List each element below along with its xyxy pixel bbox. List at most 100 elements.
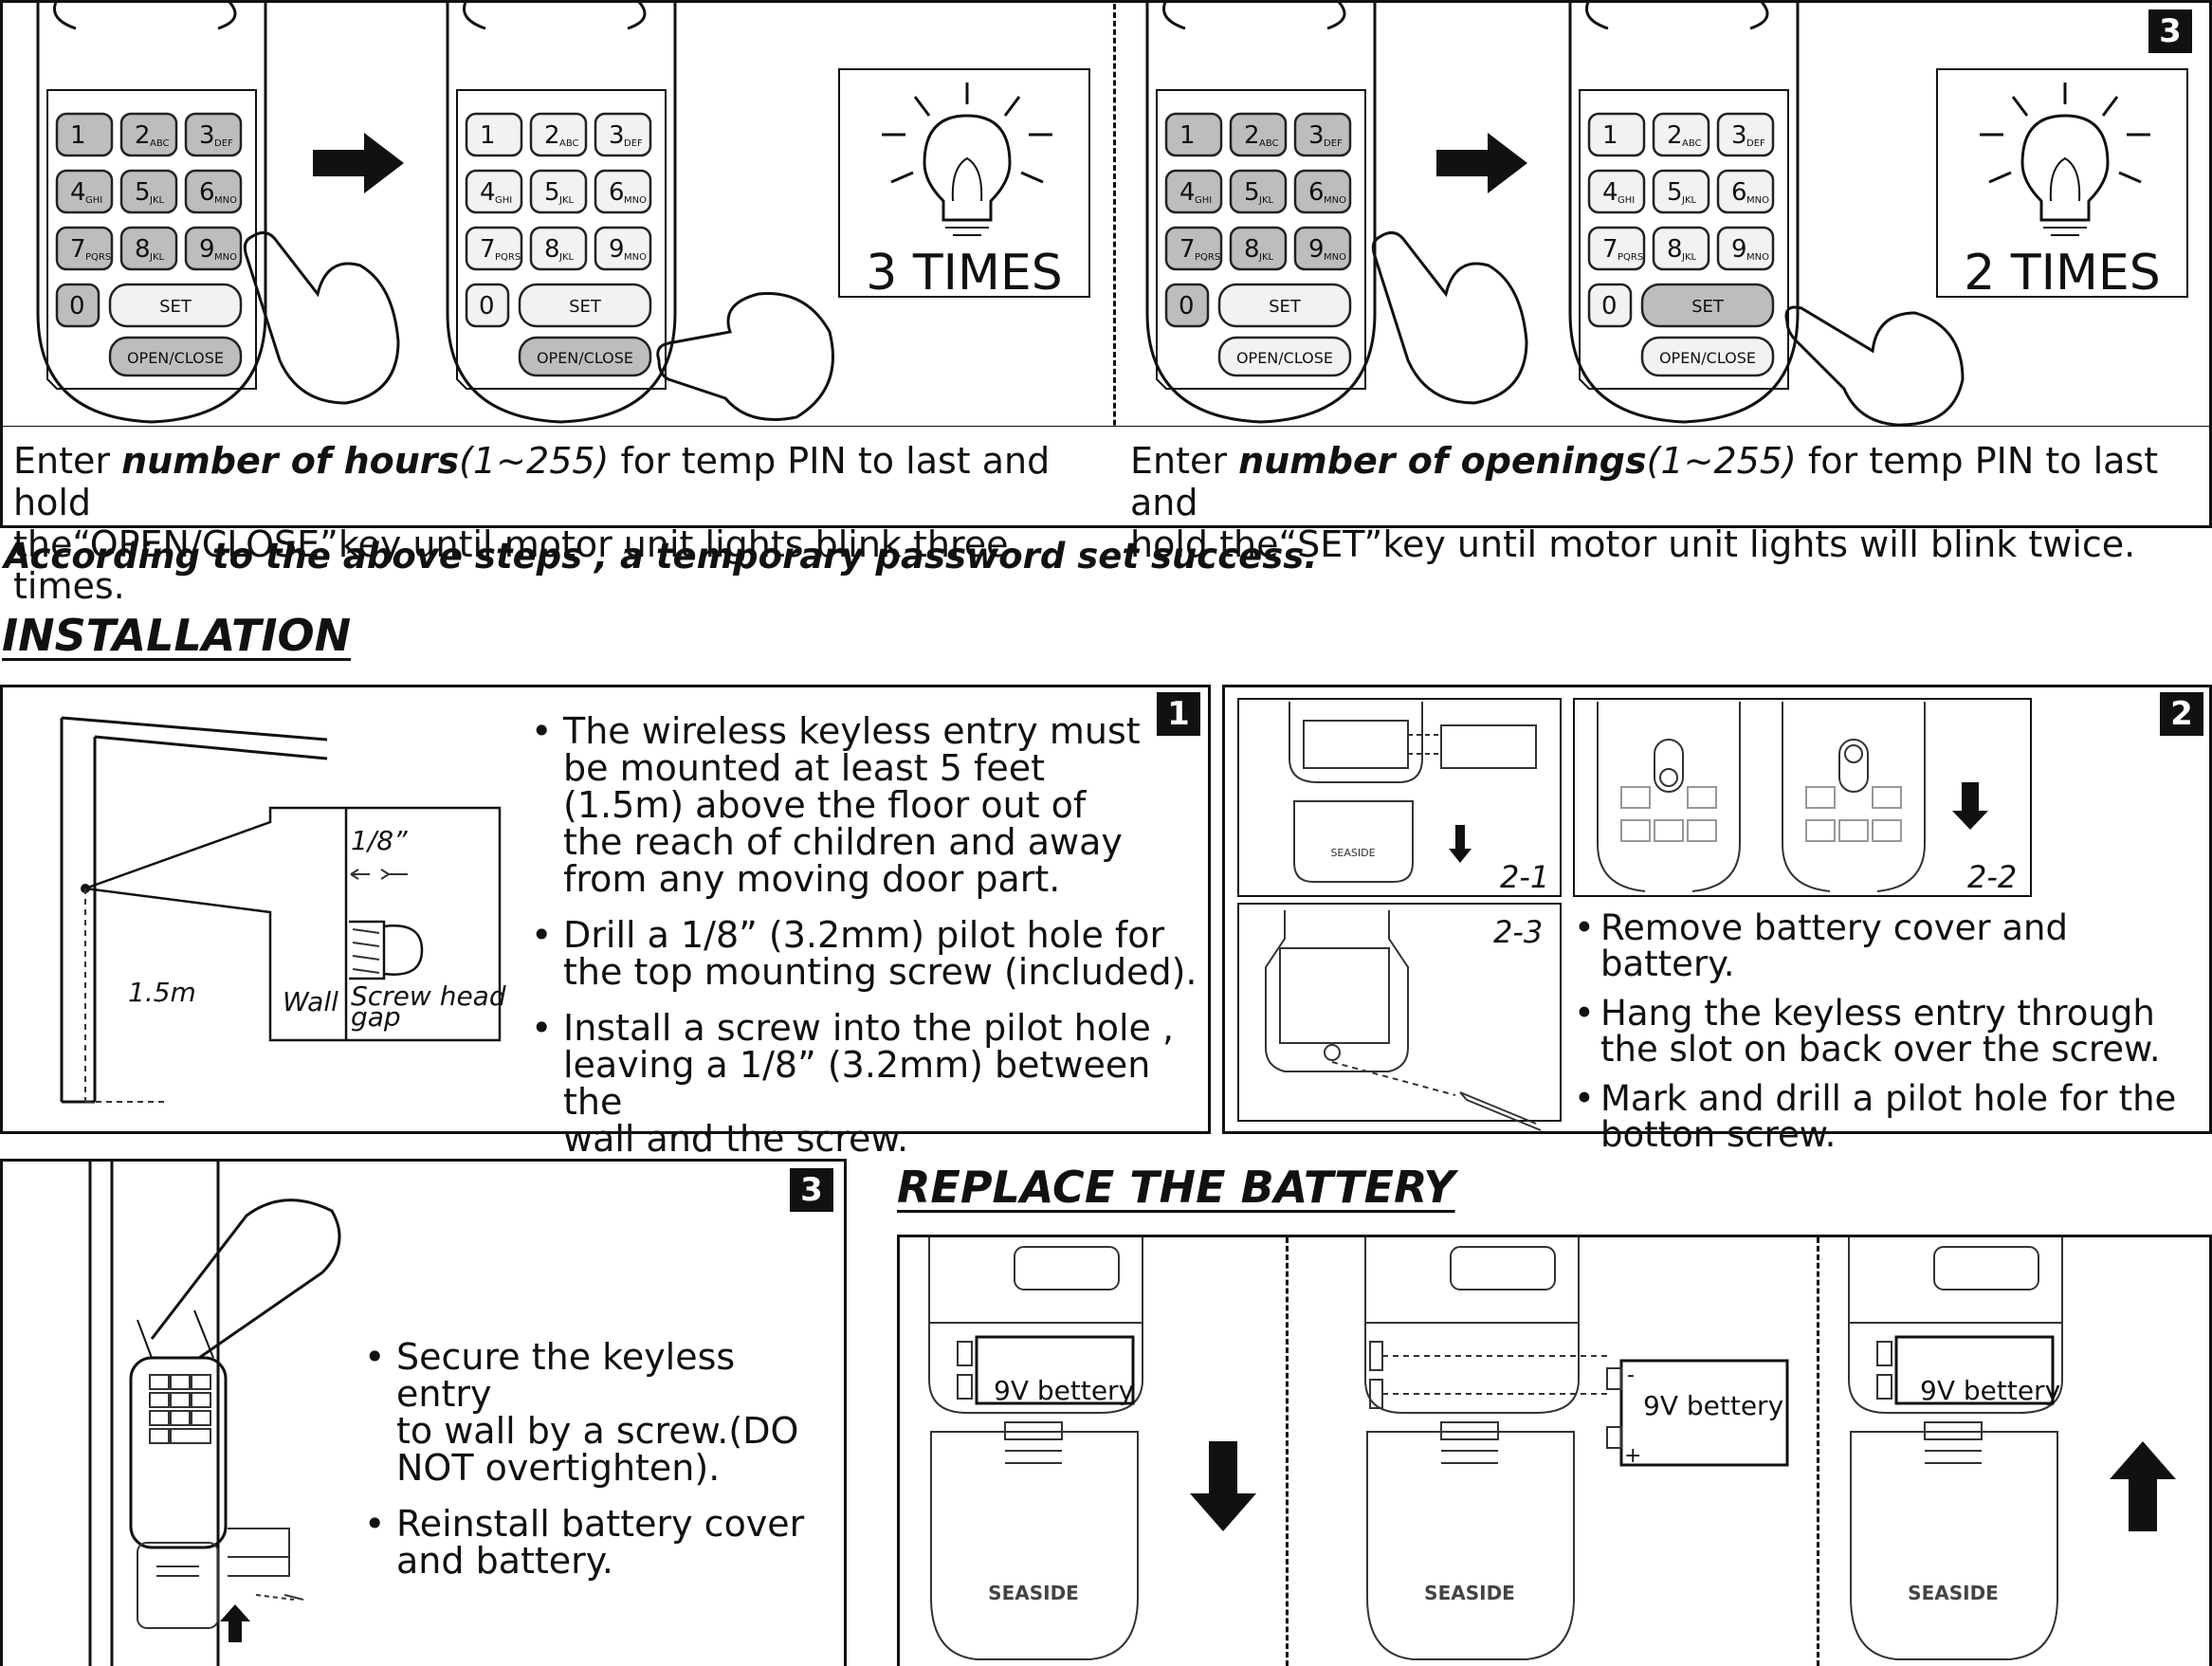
hang-on-screw-drawing: [1597, 702, 1988, 892]
keypad-key-1[interactable]: [465, 112, 523, 157]
bullet-item: Remove battery cover and battery.: [1574, 910, 2209, 982]
keypad-open-close-key[interactable]: [518, 336, 652, 377]
keypad-key-8[interactable]: [1229, 226, 1288, 271]
bullet-line: Remove battery cover and battery.: [1600, 907, 2068, 984]
keypad-key-4[interactable]: [55, 169, 114, 214]
bullet-line: Secure the keyless entry: [396, 1336, 736, 1415]
keypad-key-8[interactable]: [119, 226, 178, 271]
blink-2-times-box: [1936, 68, 2188, 298]
keypad-key-6[interactable]: [594, 169, 652, 214]
key-letters: MNO: [624, 252, 647, 263]
key-letters: ABC: [150, 138, 170, 149]
keypad-key-6[interactable]: [1716, 169, 1775, 214]
key-number: 9: [1731, 235, 1747, 264]
top-dashed-divider: [1113, 4, 1116, 527]
keypad-key-2[interactable]: [1229, 112, 1288, 157]
battery-label: 9V bettery: [994, 1375, 1135, 1406]
substep-2-1-label: 2-1: [1500, 859, 1550, 895]
bullet-line: the reach of children and away: [563, 821, 1123, 863]
keypad-key-0[interactable]: [1587, 283, 1633, 328]
keypad-key-5[interactable]: [1229, 169, 1288, 214]
key-number: 6: [1731, 178, 1747, 207]
keypad-key-5[interactable]: [1652, 169, 1710, 214]
keypad-illustration-3: [1145, 0, 1377, 424]
battery-swap-drawing: SEASIDE - +: [1364, 1237, 1789, 1660]
keypad-key-9[interactable]: [1293, 226, 1352, 271]
key-letters: PQRS: [85, 252, 111, 263]
top-caption-box: [0, 427, 2212, 528]
keypad-set-key[interactable]: [518, 283, 652, 328]
keypad-key-7[interactable]: [55, 226, 114, 271]
keypad-key-7[interactable]: [465, 226, 523, 271]
keypad-key-4[interactable]: [1164, 169, 1223, 214]
keypad-key-1[interactable]: [1164, 112, 1223, 157]
key-letters: JKL: [1258, 195, 1274, 206]
keypad-open-close-key[interactable]: [1640, 336, 1775, 377]
keypad-key-2[interactable]: [1652, 112, 1710, 157]
key-number: 5: [135, 178, 151, 207]
screw-label-line: Screw head: [351, 980, 506, 1012]
keypad-key-7[interactable]: [1164, 226, 1223, 271]
key-letters: JKL: [1258, 252, 1274, 263]
battery-label: 9V bettery: [1920, 1375, 2061, 1406]
hours-caption: Enter number of hours(1~255) for temp PI…: [13, 440, 1104, 607]
key-number: 3: [1308, 121, 1325, 150]
key-letters: MNO: [624, 195, 647, 206]
keypad-key-9[interactable]: [1716, 226, 1775, 271]
key-number: 1: [480, 121, 496, 150]
keypad-key-6[interactable]: [184, 169, 243, 214]
keypad-key-7[interactable]: [1587, 226, 1646, 271]
bullet-line: the slot on back over the screw.: [1600, 1029, 2161, 1070]
keypad-key-6[interactable]: [1293, 169, 1352, 214]
keypad-key-0[interactable]: [1164, 283, 1210, 328]
keypad-set-key[interactable]: [1217, 283, 1352, 328]
keypad-key-0[interactable]: [55, 283, 101, 328]
keypad-open-close-key[interactable]: [1217, 336, 1352, 377]
keypad-key-5[interactable]: [529, 169, 588, 214]
keypad-illustration-1: [36, 0, 267, 424]
height-dimension-label: 1.5m: [128, 977, 196, 1008]
key-letters: JKL: [149, 195, 165, 206]
keypad-key-2[interactable]: [529, 112, 588, 157]
keypad-key-2[interactable]: [119, 112, 178, 157]
bullet-line: Drill a 1/8” (3.2mm) pilot hole for: [563, 914, 1165, 956]
bullet-line: from any moving door part.: [563, 858, 1061, 900]
keypad-key-1[interactable]: [1587, 112, 1646, 157]
keypad-key-4[interactable]: [1587, 169, 1646, 214]
bullet-line: wall and the screw.: [563, 1118, 909, 1160]
keypad-key-8[interactable]: [529, 226, 588, 271]
key-number: 6: [199, 178, 215, 207]
keypad-key-8[interactable]: [1652, 226, 1710, 271]
bullet-line: Mark and drill a pilot hole for the: [1600, 1078, 2177, 1119]
keypad-key-3[interactable]: [184, 112, 243, 157]
caption-text: Enter: [13, 440, 122, 482]
key-number: 4: [1602, 178, 1618, 207]
keypad-illustration-4: [1568, 0, 1800, 424]
keypad-key-5[interactable]: [119, 169, 178, 214]
key-number: 9: [1308, 235, 1325, 264]
keypad-key-3[interactable]: [1716, 112, 1775, 157]
battery-removal-drawing: SEASIDE: [928, 1237, 1256, 1660]
keypad-set-key[interactable]: [108, 283, 243, 328]
install-step-3-badge: 3: [790, 1168, 833, 1212]
caption-text: Enter: [1130, 440, 1239, 482]
keypad-key-4[interactable]: [465, 169, 523, 214]
keypad-key-1[interactable]: [55, 112, 114, 157]
keypad-set-key[interactable]: [1640, 283, 1775, 328]
keypad-key-0[interactable]: [465, 283, 510, 328]
caption-range: (1~255): [459, 440, 610, 482]
keypad-key-9[interactable]: [184, 226, 243, 271]
keypad-key-9[interactable]: [594, 226, 652, 271]
keypad-key-3[interactable]: [1293, 112, 1352, 157]
keypad-key-3[interactable]: [594, 112, 652, 157]
key-letters: GHI: [495, 195, 512, 206]
blink-2-times-label: 2 TIMES: [1964, 245, 2161, 302]
keypad-open-close-key[interactable]: [108, 336, 243, 377]
install-step-2-badge: 2: [2160, 692, 2203, 736]
